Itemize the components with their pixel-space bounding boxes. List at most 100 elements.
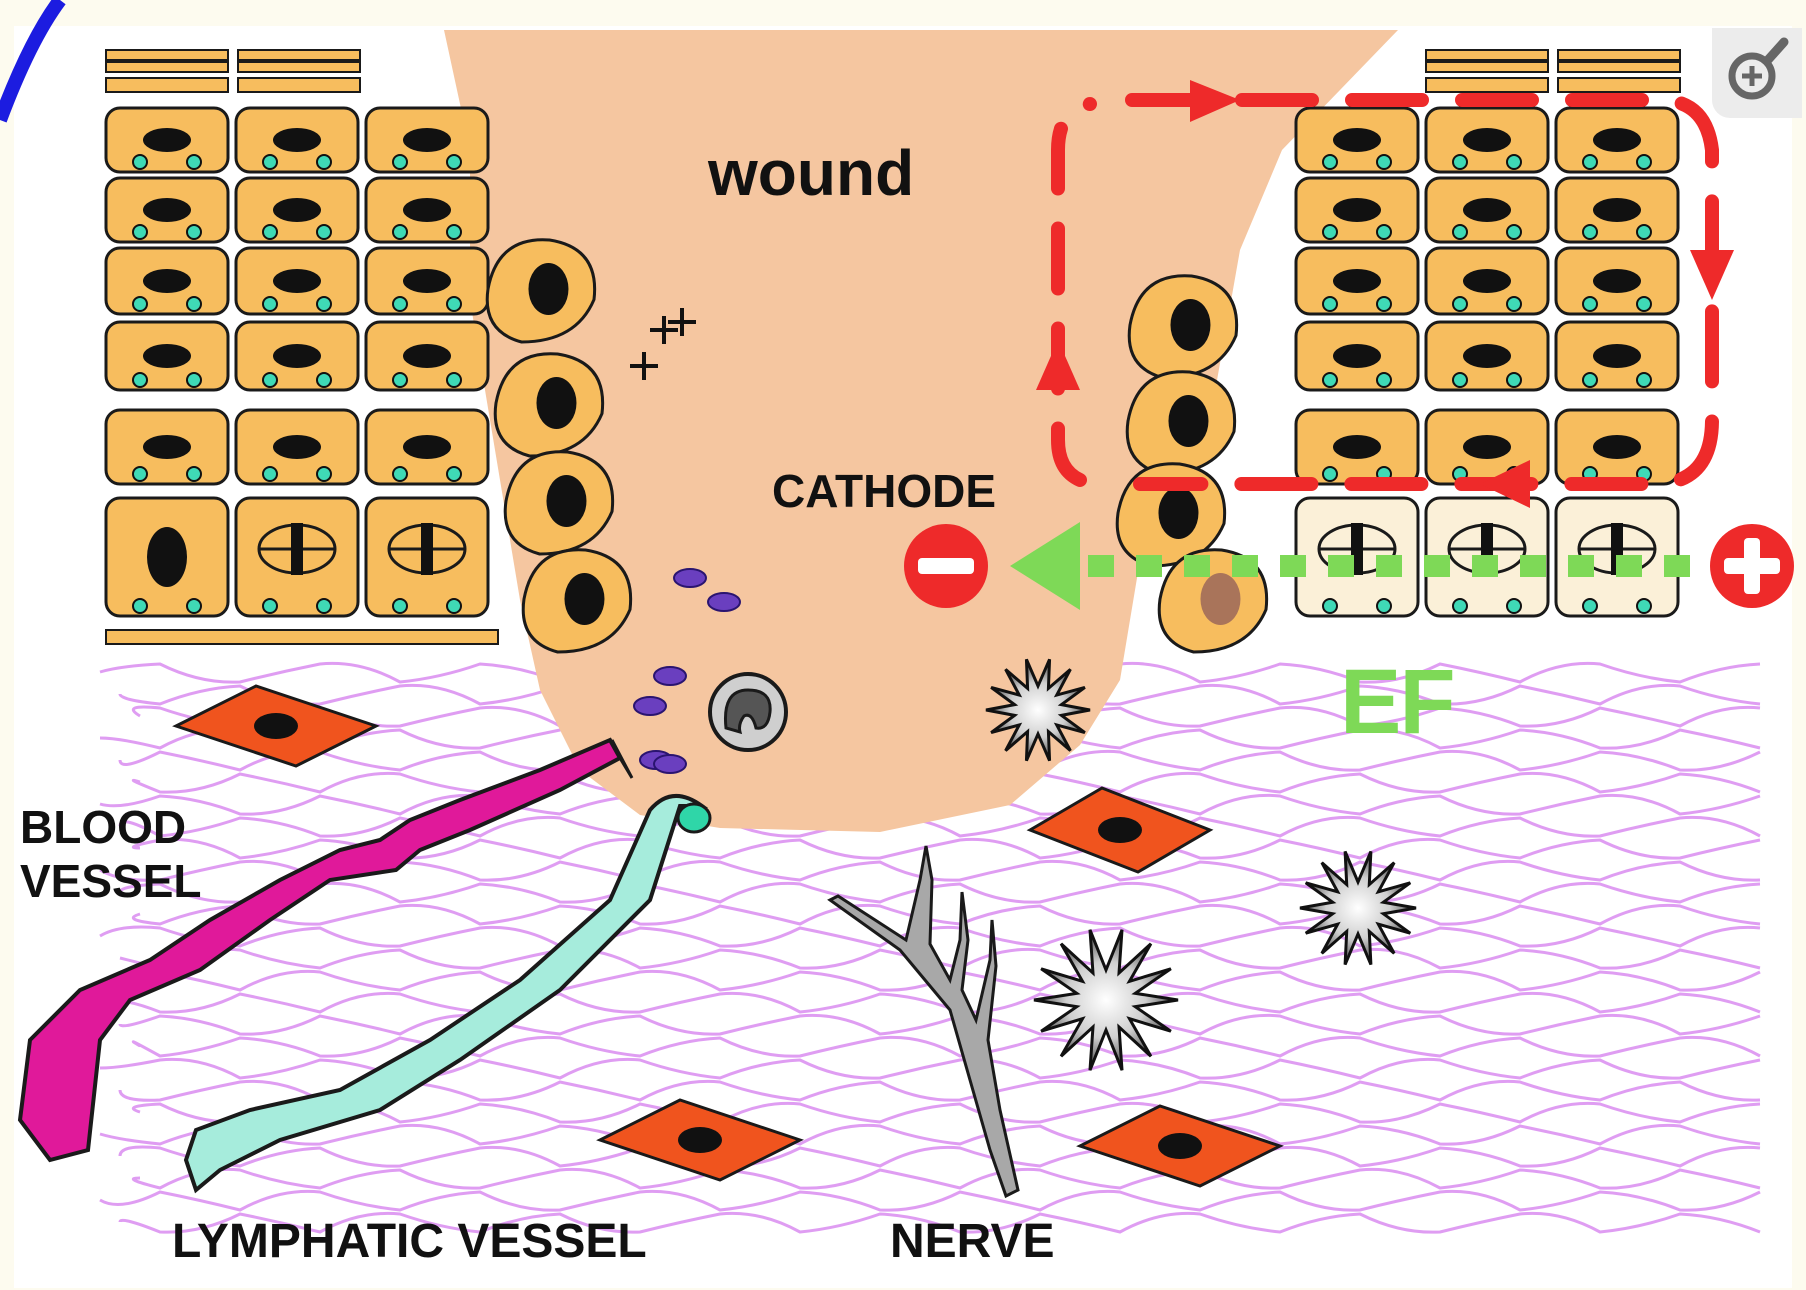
tight-junction (393, 155, 407, 169)
tight-junction (133, 297, 147, 311)
nucleus (1333, 344, 1381, 368)
minus-icon (904, 524, 988, 608)
tight-junction (393, 467, 407, 481)
zoom-in-icon (1712, 28, 1802, 118)
nucleus (1463, 435, 1511, 459)
cathode-label: CATHODE (772, 464, 996, 518)
tight-junction (1507, 297, 1521, 311)
tight-junction (1637, 373, 1651, 387)
nucleus (1158, 487, 1198, 539)
nucleus (1333, 435, 1381, 459)
zoom-button[interactable] (1712, 28, 1802, 118)
nucleus (143, 435, 191, 459)
nucleus (546, 475, 586, 527)
tight-junction (1323, 225, 1337, 239)
tight-junction (1583, 155, 1597, 169)
tight-junction (1507, 155, 1521, 169)
nerve-label: NERVE (890, 1214, 1055, 1269)
tight-junction (1583, 599, 1597, 613)
nucleus (273, 344, 321, 368)
nucleus (403, 198, 451, 222)
nucleus (1333, 269, 1381, 293)
tight-junction (133, 467, 147, 481)
tight-junction (1637, 599, 1651, 613)
tight-junction (447, 225, 461, 239)
tight-junction (393, 599, 407, 613)
tight-junction (1377, 297, 1391, 311)
tight-junction (317, 155, 331, 169)
tight-junction (1507, 225, 1521, 239)
tight-junction (1583, 297, 1597, 311)
tight-junction (1507, 599, 1521, 613)
nucleus (1170, 299, 1210, 351)
chromosome-plate (291, 523, 303, 575)
nucleus (1098, 817, 1142, 843)
platelet (634, 697, 666, 715)
nucleus (147, 527, 187, 587)
tight-junction (1453, 373, 1467, 387)
nucleus (1168, 395, 1208, 447)
tight-junction (187, 155, 201, 169)
tight-junction (1323, 155, 1337, 169)
basement-membrane-left (106, 630, 498, 644)
nucleus (1593, 269, 1641, 293)
tight-junction (317, 225, 331, 239)
nucleus (403, 344, 451, 368)
nucleus (403, 128, 451, 152)
tight-junction (1453, 599, 1467, 613)
blood-vessel-label: BLOOD VESSEL (20, 800, 202, 908)
tight-junction (187, 467, 201, 481)
tight-junction (187, 225, 201, 239)
tight-junction (1377, 373, 1391, 387)
nucleus (143, 128, 191, 152)
tight-junction (393, 225, 407, 239)
tight-junction (447, 373, 461, 387)
platelet (708, 593, 740, 611)
nucleus (528, 263, 568, 315)
macrophage (710, 674, 786, 750)
nucleus (1463, 128, 1511, 152)
nucleus (1158, 1133, 1202, 1159)
tight-junction (1453, 225, 1467, 239)
nucleus (143, 344, 191, 368)
nucleus (1593, 128, 1641, 152)
tight-junction (1323, 467, 1337, 481)
tight-junction (1453, 297, 1467, 311)
tight-junction (447, 297, 461, 311)
nucleus (1463, 198, 1511, 222)
tight-junction (1377, 599, 1391, 613)
tight-junction (1323, 297, 1337, 311)
nucleus (254, 713, 298, 739)
tight-junction (187, 297, 201, 311)
nucleus (1333, 198, 1381, 222)
epidermal-cells-right (1296, 108, 1678, 616)
tight-junction (1637, 155, 1651, 169)
tight-junction (1637, 297, 1651, 311)
tight-junction (263, 225, 277, 239)
tight-junction (263, 155, 277, 169)
tight-junction (1583, 373, 1597, 387)
tight-junction (263, 599, 277, 613)
tight-junction (133, 599, 147, 613)
tight-junction (1507, 373, 1521, 387)
tight-junction (133, 155, 147, 169)
tight-junction (447, 155, 461, 169)
tight-junction (1323, 599, 1337, 613)
tight-junction (187, 599, 201, 613)
lymphatic-vessel-label: LYMPHATIC VESSEL (172, 1214, 647, 1269)
tight-junction (447, 467, 461, 481)
nucleus (564, 573, 604, 625)
tight-junction (263, 297, 277, 311)
tight-junction (317, 599, 331, 613)
platelet (654, 667, 686, 685)
nucleus (143, 198, 191, 222)
tight-junction (263, 373, 277, 387)
nucleus (1463, 344, 1511, 368)
tight-junction (133, 373, 147, 387)
tight-junction (1323, 373, 1337, 387)
tight-junction (317, 373, 331, 387)
tight-junction (133, 225, 147, 239)
tight-junction (1637, 225, 1651, 239)
blood-vessel-label-line1: BLOOD (20, 800, 202, 854)
nucleus (1593, 435, 1641, 459)
